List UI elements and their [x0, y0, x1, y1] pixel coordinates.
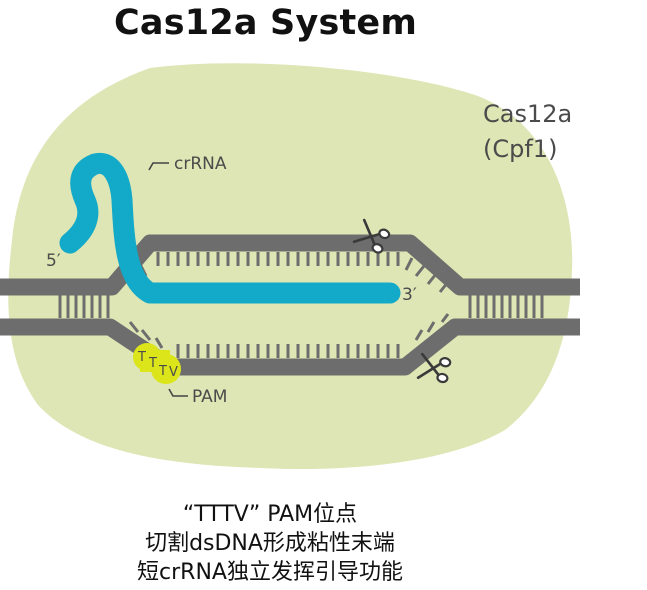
pam-sequence: T T T V — [137, 350, 178, 380]
pam-letter-3: T — [158, 364, 167, 379]
pam-letter-1: T — [137, 350, 146, 365]
caption-line-2: 切割dsDNA形成粘性末端 — [145, 531, 395, 556]
caption-line-1: “TTTV” PAM位点 — [182, 502, 358, 527]
crrna-strand — [59, 152, 401, 304]
dna-duplex-right — [468, 294, 544, 318]
pam-letter-4: V — [169, 365, 178, 380]
caption: “TTTV” PAM位点 切割dsDNA形成粘性末端 短crRNA独立发挥引导功… — [0, 500, 540, 587]
dna-duplex-left — [58, 294, 110, 318]
dna-bottom-strand — [0, 318, 580, 376]
dna-bubble-bottom-rungs — [128, 313, 450, 358]
pam-leader-line — [168, 388, 188, 397]
enzyme-label-line2: (Cpf1) — [483, 135, 557, 163]
pam-highlight — [133, 343, 181, 384]
dna-top-strand — [0, 234, 580, 296]
page-title: Cas12a System — [114, 3, 418, 43]
five-prime-label: 5′ — [46, 251, 61, 271]
crrna-label: crRNA — [174, 154, 227, 174]
pam-letter-2: T — [148, 356, 157, 371]
pam-label: PAM — [192, 387, 227, 407]
crrna-leader-line — [148, 162, 169, 171]
caption-line-3: 短crRNA独立发挥引导功能 — [137, 560, 403, 585]
three-prime-label: 3′ — [402, 285, 417, 305]
enzyme-label-line1: Cas12a — [483, 100, 572, 128]
